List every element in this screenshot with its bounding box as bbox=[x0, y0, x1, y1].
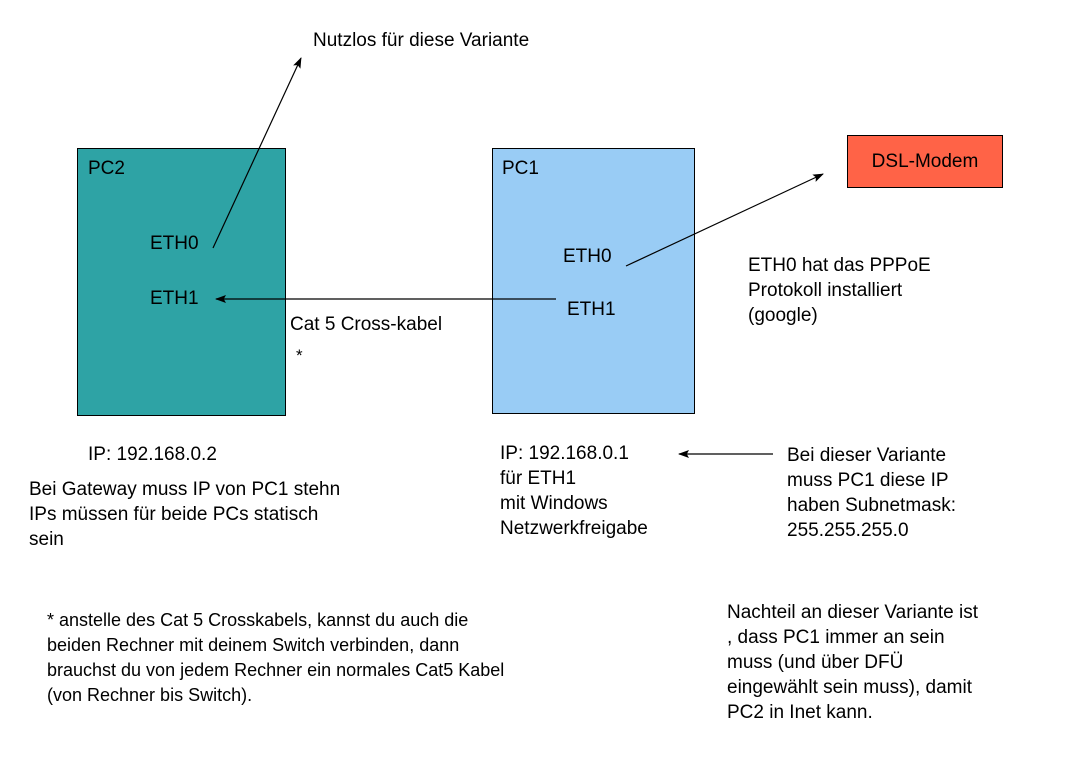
annotation-pc2-ip: IP: 192.168.0.2 bbox=[88, 444, 217, 465]
annotation-pc1-ip-note: IP: 192.168.0.1 für ETH1 mit Windows Net… bbox=[500, 443, 648, 539]
annotation-footnote-marker: * bbox=[296, 346, 303, 365]
annotation-useless-for-variant: Nutzlos für diese Variante bbox=[313, 30, 530, 51]
node-pc2-title: PC2 bbox=[88, 158, 125, 179]
node-pc1-title: PC1 bbox=[502, 158, 539, 179]
node-pc2-interface-eth0: ETH0 bbox=[150, 233, 199, 254]
annotation-switch-footnote: * anstelle des Cat 5 Crosskabels, kannst… bbox=[47, 610, 505, 705]
node-dsl-modem[interactable]: DSL-Modem bbox=[847, 135, 1003, 188]
annotation-drawback-note: Nachteil an dieser Variante ist , dass P… bbox=[727, 602, 978, 723]
node-pc2-interface-eth1: ETH1 bbox=[150, 288, 199, 309]
node-pc2[interactable] bbox=[77, 148, 286, 416]
node-pc1[interactable] bbox=[492, 148, 695, 414]
annotation-pppoe-note: ETH0 hat das PPPoE Protokoll installiert… bbox=[748, 255, 931, 326]
node-pc1-interface-eth0: ETH0 bbox=[563, 246, 612, 267]
node-pc1-interface-eth1: ETH1 bbox=[567, 299, 616, 320]
annotation-pc2-gateway-note: Bei Gateway muss IP von PC1 stehn IPs mü… bbox=[29, 479, 341, 550]
annotation-variant-ip-note: Bei dieser Variante muss PC1 diese IP ha… bbox=[787, 445, 957, 541]
node-dsl-modem-title: DSL-Modem bbox=[871, 150, 979, 172]
annotation-cable-label: Cat 5 Cross-kabel bbox=[290, 314, 443, 335]
